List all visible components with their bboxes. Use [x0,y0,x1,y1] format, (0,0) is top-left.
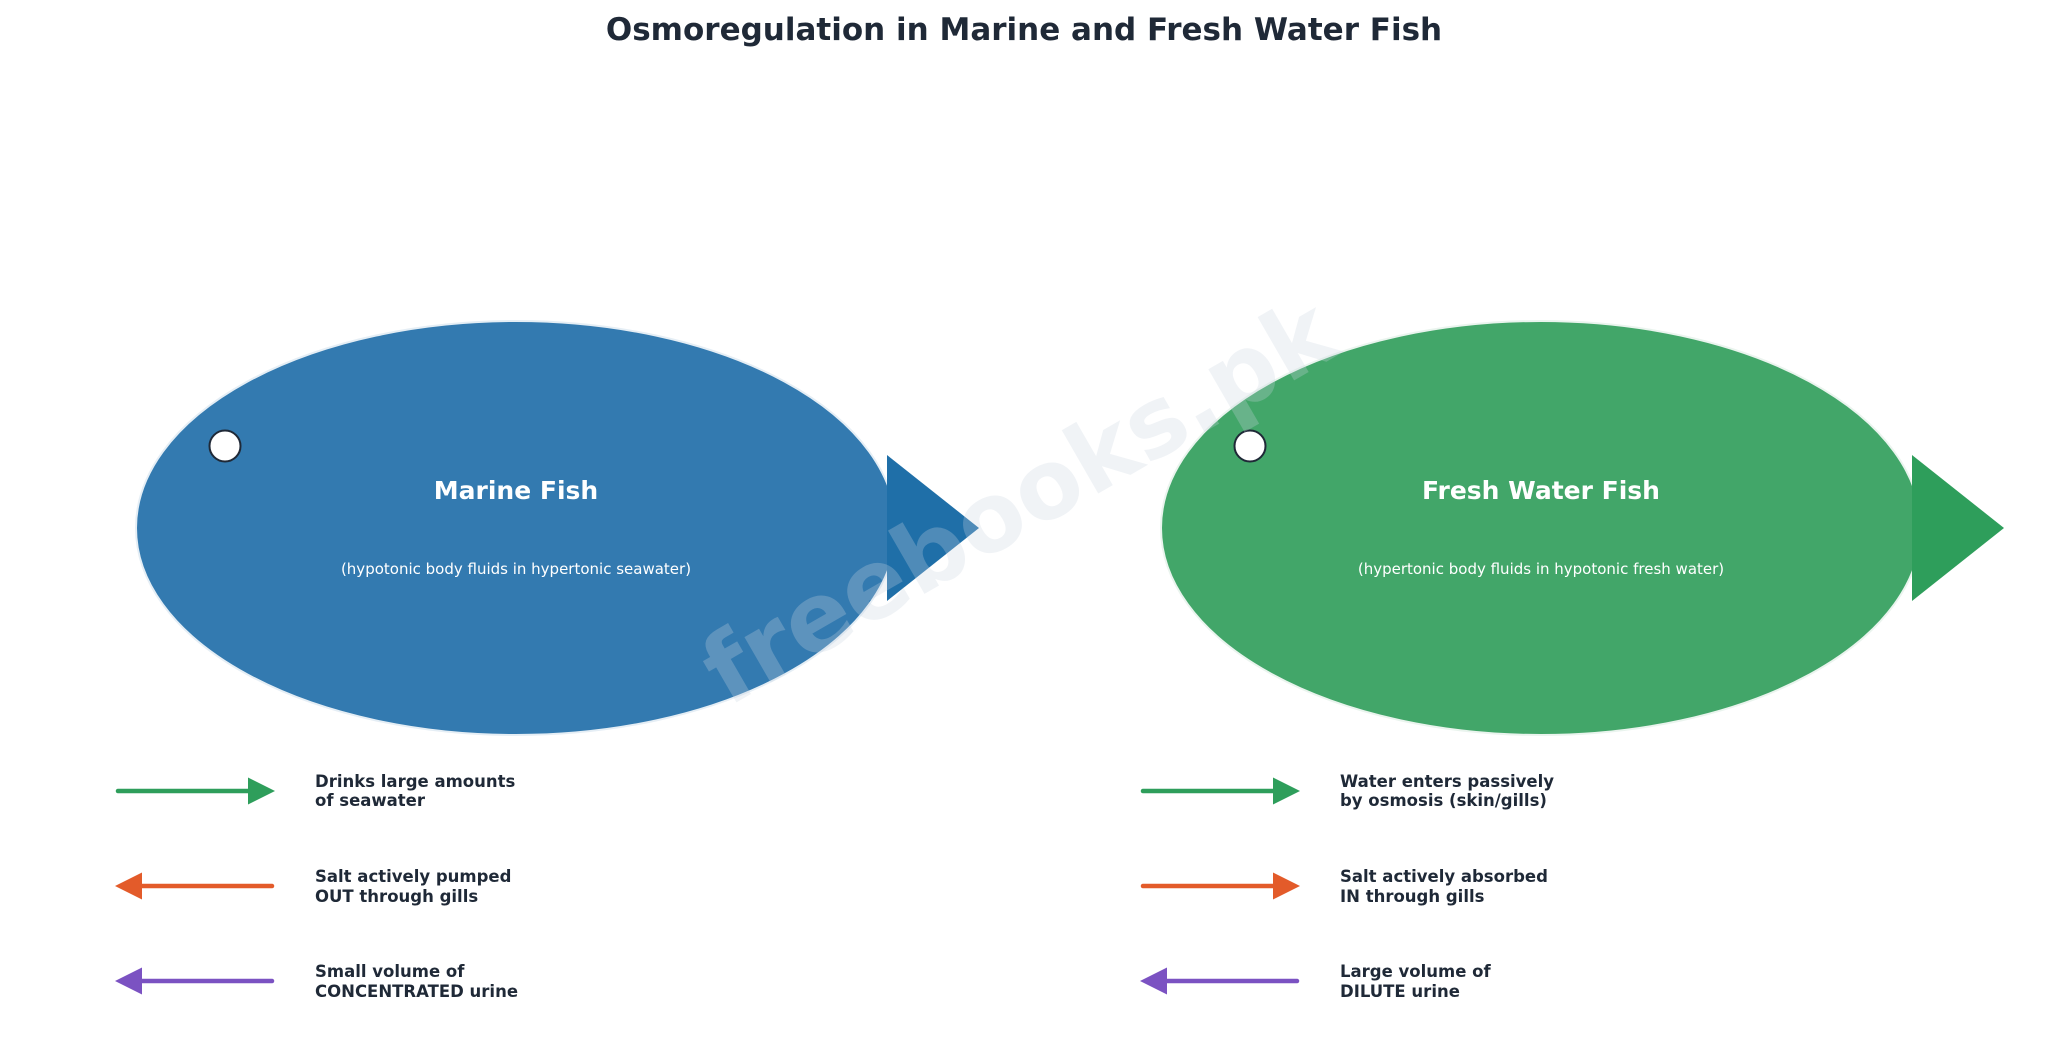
freshwater-legend: Water enters passively by osmosis (skin/… [1140,772,1554,1001]
freshwater-legend-item-urine: Large volume of DILUTE urine [1140,962,1491,1001]
freshwater-legend-item-salt: Salt actively absorbed IN through gills [1140,867,1548,906]
legend-line: Salt actively absorbed [1340,867,1548,886]
legend-line: Small volume of [315,962,465,981]
freshwater-fish-subtitle: (hypertonic body fluids in hypotonic fre… [1358,560,1724,578]
marine-legend-item-salt: Salt actively pumped OUT through gills [115,867,511,906]
freshwater-fish-name: Fresh Water Fish [1422,476,1660,505]
legend-line: CONCENTRATED urine [315,982,518,1001]
marine-legend: Drinks large amounts of seawater Salt ac… [115,772,518,1001]
legend-line: of seawater [315,791,426,810]
freshwater-fish: Fresh Water Fish (hypertonic body fluids… [1160,320,2004,736]
legend-line: by osmosis (skin/gills) [1340,791,1547,810]
legend-line: Large volume of [1340,962,1491,981]
marine-fish: Marine Fish (hypotonic body fluids in hy… [135,320,979,736]
marine-legend-item-urine: Small volume of CONCENTRATED urine [115,962,518,1001]
marine-fish-eye-icon [208,429,242,463]
legend-line: DILUTE urine [1340,982,1460,1001]
freshwater-fish-eye-icon [1233,429,1267,463]
legend-line: Water enters passively [1340,772,1554,791]
diagram-title: Osmoregulation in Marine and Fresh Water… [606,12,1442,48]
marine-legend-item-water: Drinks large amounts of seawater [115,772,515,810]
marine-fish-tail [887,455,979,601]
freshwater-legend-item-water: Water enters passively by osmosis (skin/… [1140,772,1554,810]
legend-line: IN through gills [1340,887,1485,906]
legend-line: Salt actively pumped [315,867,511,886]
marine-fish-name: Marine Fish [434,476,598,505]
legend-line: Drinks large amounts [315,772,515,791]
legend-line: OUT through gills [315,887,478,906]
freshwater-fish-tail [1912,455,2004,601]
marine-fish-subtitle: (hypotonic body fluids in hypertonic sea… [341,560,691,578]
